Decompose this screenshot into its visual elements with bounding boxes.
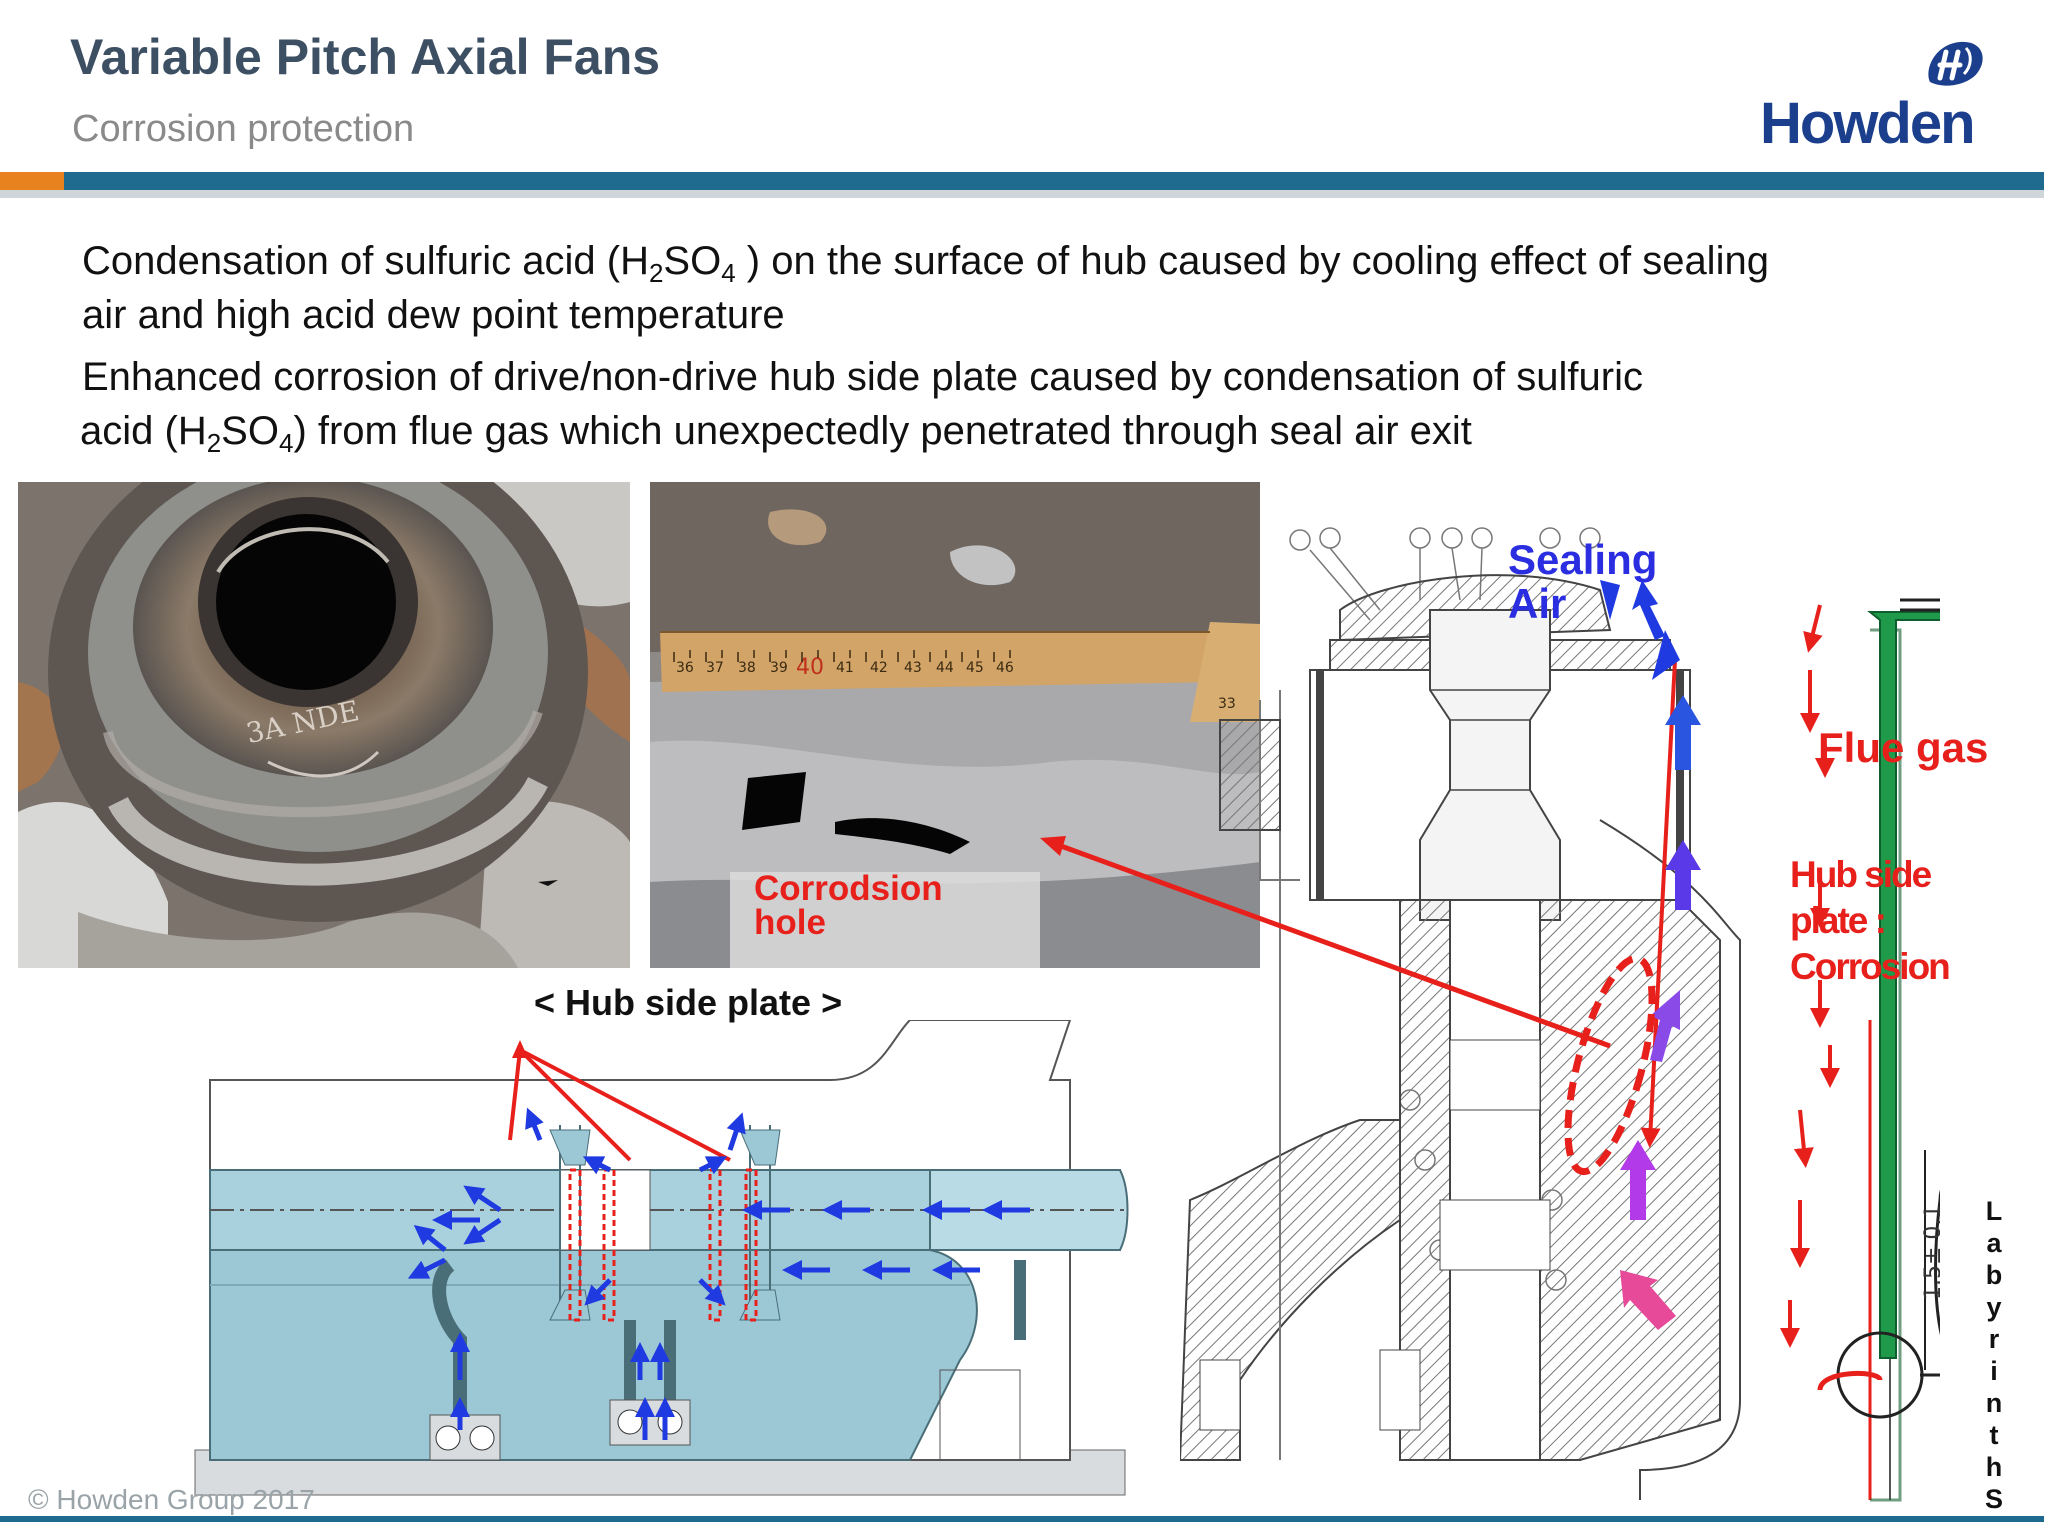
hub-corrosion-label: Hub side plate : Corrosion: [1790, 852, 1951, 990]
corrosion-zone-outline: [1564, 954, 1656, 1176]
bullet-2-line-1: Enhanced corrosion of drive/non-drive hu…: [82, 355, 1643, 399]
howden-mark-icon: [1928, 41, 1983, 86]
corrosion-label-line-2: hole: [754, 903, 826, 942]
ruler: [660, 622, 1260, 722]
slide-title: Variable Pitch Axial Fans: [70, 29, 661, 85]
header-rule-orange: [0, 172, 64, 190]
labyrinth-letter: S: [1984, 1484, 2003, 1514]
hub-corrosion-line-1: Hub side: [1790, 854, 1932, 895]
header-rule-blue: [64, 172, 2044, 190]
svg-text:43: 43: [904, 660, 922, 676]
bullet-1-line-2: air and high acid dew point temperature: [82, 293, 785, 337]
corrosion-hole-label: Corrodsion hole: [754, 869, 943, 942]
corrosion-hole-large: [742, 772, 806, 830]
svg-text:33: 33: [1218, 696, 1236, 712]
photo-corrosion-hole: 36 37 38 39 40 41 42 43 44 45 46 33 Corr…: [650, 482, 1260, 968]
svg-text:44: 44: [936, 660, 954, 676]
bullet-1-line-1: Condensation of sulfuric acid (H2SO4 ) o…: [82, 239, 1769, 288]
hub-bore-photo-drawing: 3A NDE: [18, 482, 630, 968]
svg-text:41: 41: [836, 660, 854, 676]
svg-text:45: 45: [966, 660, 984, 676]
footer-copyright: © Howden Group 2017: [28, 1484, 315, 1515]
logo-wordmark: Howden: [1760, 91, 1976, 156]
svg-text:40: 40: [796, 655, 824, 680]
svg-text:38: 38: [738, 660, 756, 676]
svg-text:42: 42: [870, 660, 888, 676]
hub-side-plate-label: < Hub side plate >: [534, 982, 843, 1023]
labyrinth-letter: r: [1988, 1324, 2000, 1354]
labyrinth-letter: t: [1989, 1420, 1999, 1450]
corrosion-photo-drawing: 36 37 38 39 40 41 42 43 44 45 46 33: [650, 482, 1260, 968]
fan-assembly-svg: [194, 1019, 1130, 1496]
labyrinth-letter: L: [1985, 1196, 2003, 1226]
labyrinth-letter: n: [1985, 1388, 2003, 1418]
sealing-air-line-1: Sealing: [1508, 536, 1658, 583]
labyrinth-letter: i: [1990, 1356, 1998, 1386]
corrosion-crack: [835, 818, 970, 854]
svg-text:37: 37: [706, 660, 724, 676]
ruler-scale: 36 37 38 39 40 41 42 43 44 45 46 33: [676, 655, 1236, 712]
slide-subtitle: Corrosion protection: [72, 108, 415, 150]
sealing-air-arrows: [1620, 580, 1701, 1330]
svg-text:46: 46: [996, 660, 1014, 676]
labyrinth-letter: a: [1986, 1228, 2002, 1258]
corrosion-label-line-1: Corrodsion: [754, 869, 943, 908]
photo-hub-bore: 3A NDE: [18, 482, 630, 968]
fan-assembly-drawing: [190, 1019, 1130, 1500]
svg-text:36: 36: [676, 660, 694, 676]
bullet-2-line-2: acid (H2SO4) from flue gas which unexpec…: [80, 409, 1472, 458]
labyrinth-letter: h: [1985, 1452, 2003, 1482]
svg-text:39: 39: [770, 660, 788, 676]
howden-logo: Howden: [1760, 38, 2010, 158]
sealing-air-label: Sealing Air: [1508, 538, 1657, 626]
flue-gas-label: Flue gas: [1818, 724, 1989, 771]
header-rule-grey: [0, 190, 2044, 198]
labyrinth-letter: y: [1986, 1292, 2002, 1322]
sealing-air-line-2: Air: [1508, 580, 1567, 627]
corrosion-label-box: [730, 872, 1040, 968]
hub-corrosion-line-3: Corrosion: [1790, 946, 1951, 987]
labyrinth-letter: b: [1985, 1260, 2003, 1290]
hub-corrosion-line-2: plate :: [1790, 900, 1887, 941]
labyrinth-seal-label: L a b y r i n t h S: [1982, 1195, 2006, 1515]
footer-rule: [0, 1516, 2044, 1522]
